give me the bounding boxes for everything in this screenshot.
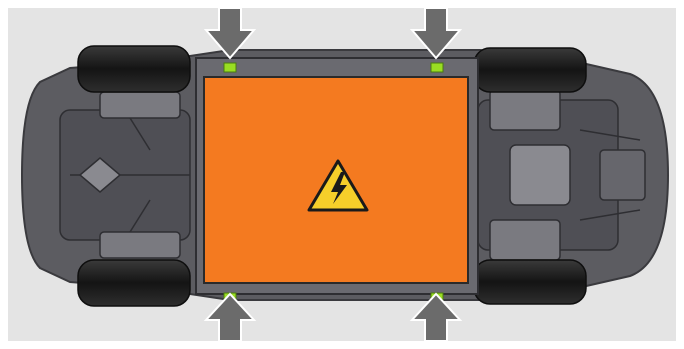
rear-suspension: [59, 91, 191, 259]
lift-point-rear-left: [223, 62, 237, 73]
tire-front-right: [473, 259, 587, 305]
lift-point-front-left: [430, 62, 444, 73]
arrow-up-icon: [203, 292, 257, 342]
high-voltage-warning-icon: [307, 159, 369, 212]
tire-rear-left: [77, 45, 191, 93]
arrow-down-icon: [203, 7, 257, 60]
lift-arrows: [203, 7, 463, 342]
tires: [77, 45, 587, 307]
arrow-up-icon: [409, 292, 463, 342]
tire-rear-right: [77, 259, 191, 307]
front-suspension: [477, 89, 646, 261]
tire-front-left: [473, 47, 587, 93]
arrow-down-icon: [409, 7, 463, 60]
